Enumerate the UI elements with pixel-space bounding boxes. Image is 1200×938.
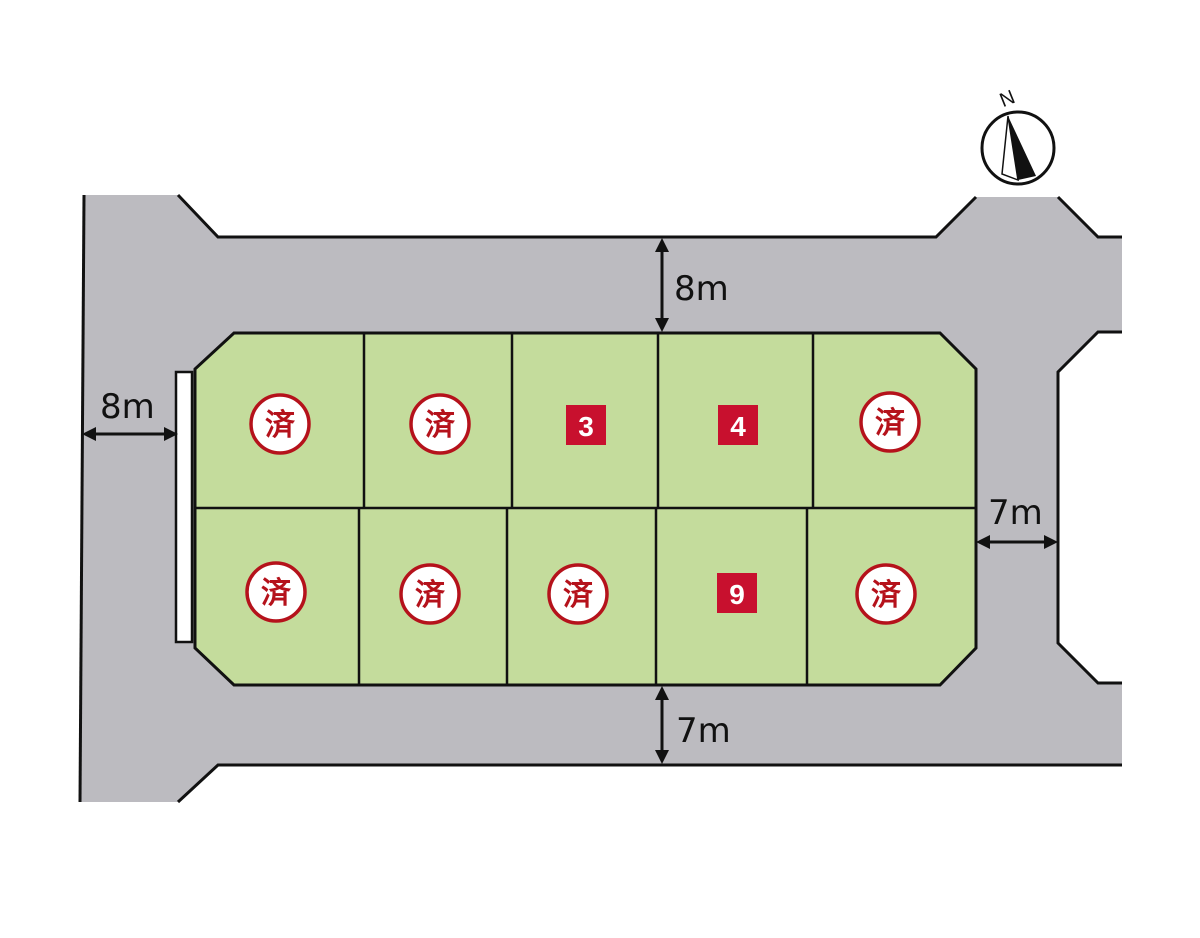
lot-7-sold-marker[interactable]: 済 (399, 563, 461, 625)
lot-6-sold-marker[interactable]: 済 (245, 561, 307, 623)
lot-10-sold-marker[interactable]: 済 (855, 563, 917, 625)
lot-1-label: 済 (265, 408, 296, 443)
lot-1-sold-marker[interactable]: 済 (249, 393, 311, 455)
north-east-road-edge (1056, 195, 1122, 239)
dimension-markers: 8m 8m 7m 7m (82, 238, 1058, 764)
lot-10-label: 済 (871, 578, 902, 613)
lot-5-label: 済 (875, 406, 906, 441)
lot-4-label: 4 (730, 411, 746, 442)
east-road-edge (1056, 330, 1122, 685)
lot-3-label: 3 (578, 411, 594, 442)
lot-5-sold-marker[interactable]: 済 (859, 391, 921, 453)
north-label: N (997, 86, 1019, 112)
north-compass: N (980, 86, 1056, 186)
lot-markers: 済 済 3 4 済 済 済 (245, 391, 921, 625)
south-road-dimension: 7m (655, 686, 731, 764)
north-road-dimension: 8m (655, 238, 729, 332)
lot-8-sold-marker[interactable]: 済 (547, 563, 609, 625)
lot-9-label: 9 (729, 579, 745, 610)
west-road-edge (78, 194, 86, 803)
west-road-width-label: 8m (100, 387, 155, 427)
lot-2-label: 済 (425, 408, 456, 443)
north-road-width-label: 8m (674, 269, 729, 309)
lot-7-label: 済 (415, 578, 446, 613)
north-road-edge (176, 193, 978, 239)
lot-9-available-marker[interactable]: 9 (717, 573, 757, 613)
north-arrow-icon (1008, 116, 1036, 180)
south-road-width-label: 7m (676, 711, 731, 751)
lot-4-available-marker[interactable]: 4 (718, 405, 758, 445)
north-arrow-outline-icon (1001, 115, 1019, 182)
lot-2-sold-marker[interactable]: 済 (409, 393, 471, 455)
lot-6-label: 済 (261, 576, 292, 611)
south-road-edge (176, 763, 1122, 804)
east-road-dimension: 7m (976, 493, 1058, 549)
west-road-dimension: 8m (82, 387, 178, 441)
east-road-width-label: 7m (988, 493, 1043, 533)
lot-3-available-marker[interactable]: 3 (566, 405, 606, 445)
lot-block (174, 331, 978, 687)
retaining-wall (174, 370, 194, 644)
lot-8-label: 済 (563, 578, 594, 613)
